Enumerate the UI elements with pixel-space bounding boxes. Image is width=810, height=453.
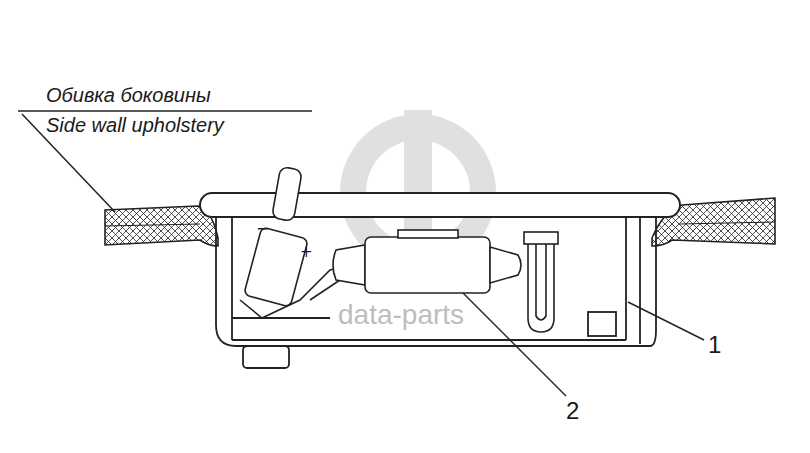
polarity-sign: −: [256, 220, 269, 238]
leader-lines: [18, 111, 704, 396]
watermark: data-parts: [336, 300, 466, 331]
callout-number: 1: [708, 332, 721, 358]
lamp-switch: [240, 166, 350, 318]
lamp-lens: [200, 193, 680, 217]
bulb-clip: [524, 232, 558, 332]
lamp-bulb: [333, 230, 521, 293]
polarity-sign: +: [300, 244, 313, 261]
callout-number: 2: [566, 398, 579, 424]
lamp-housing: [216, 216, 656, 368]
part-label: Обивка боковины: [46, 84, 211, 106]
part-label: Side wall upholstery: [46, 114, 224, 136]
